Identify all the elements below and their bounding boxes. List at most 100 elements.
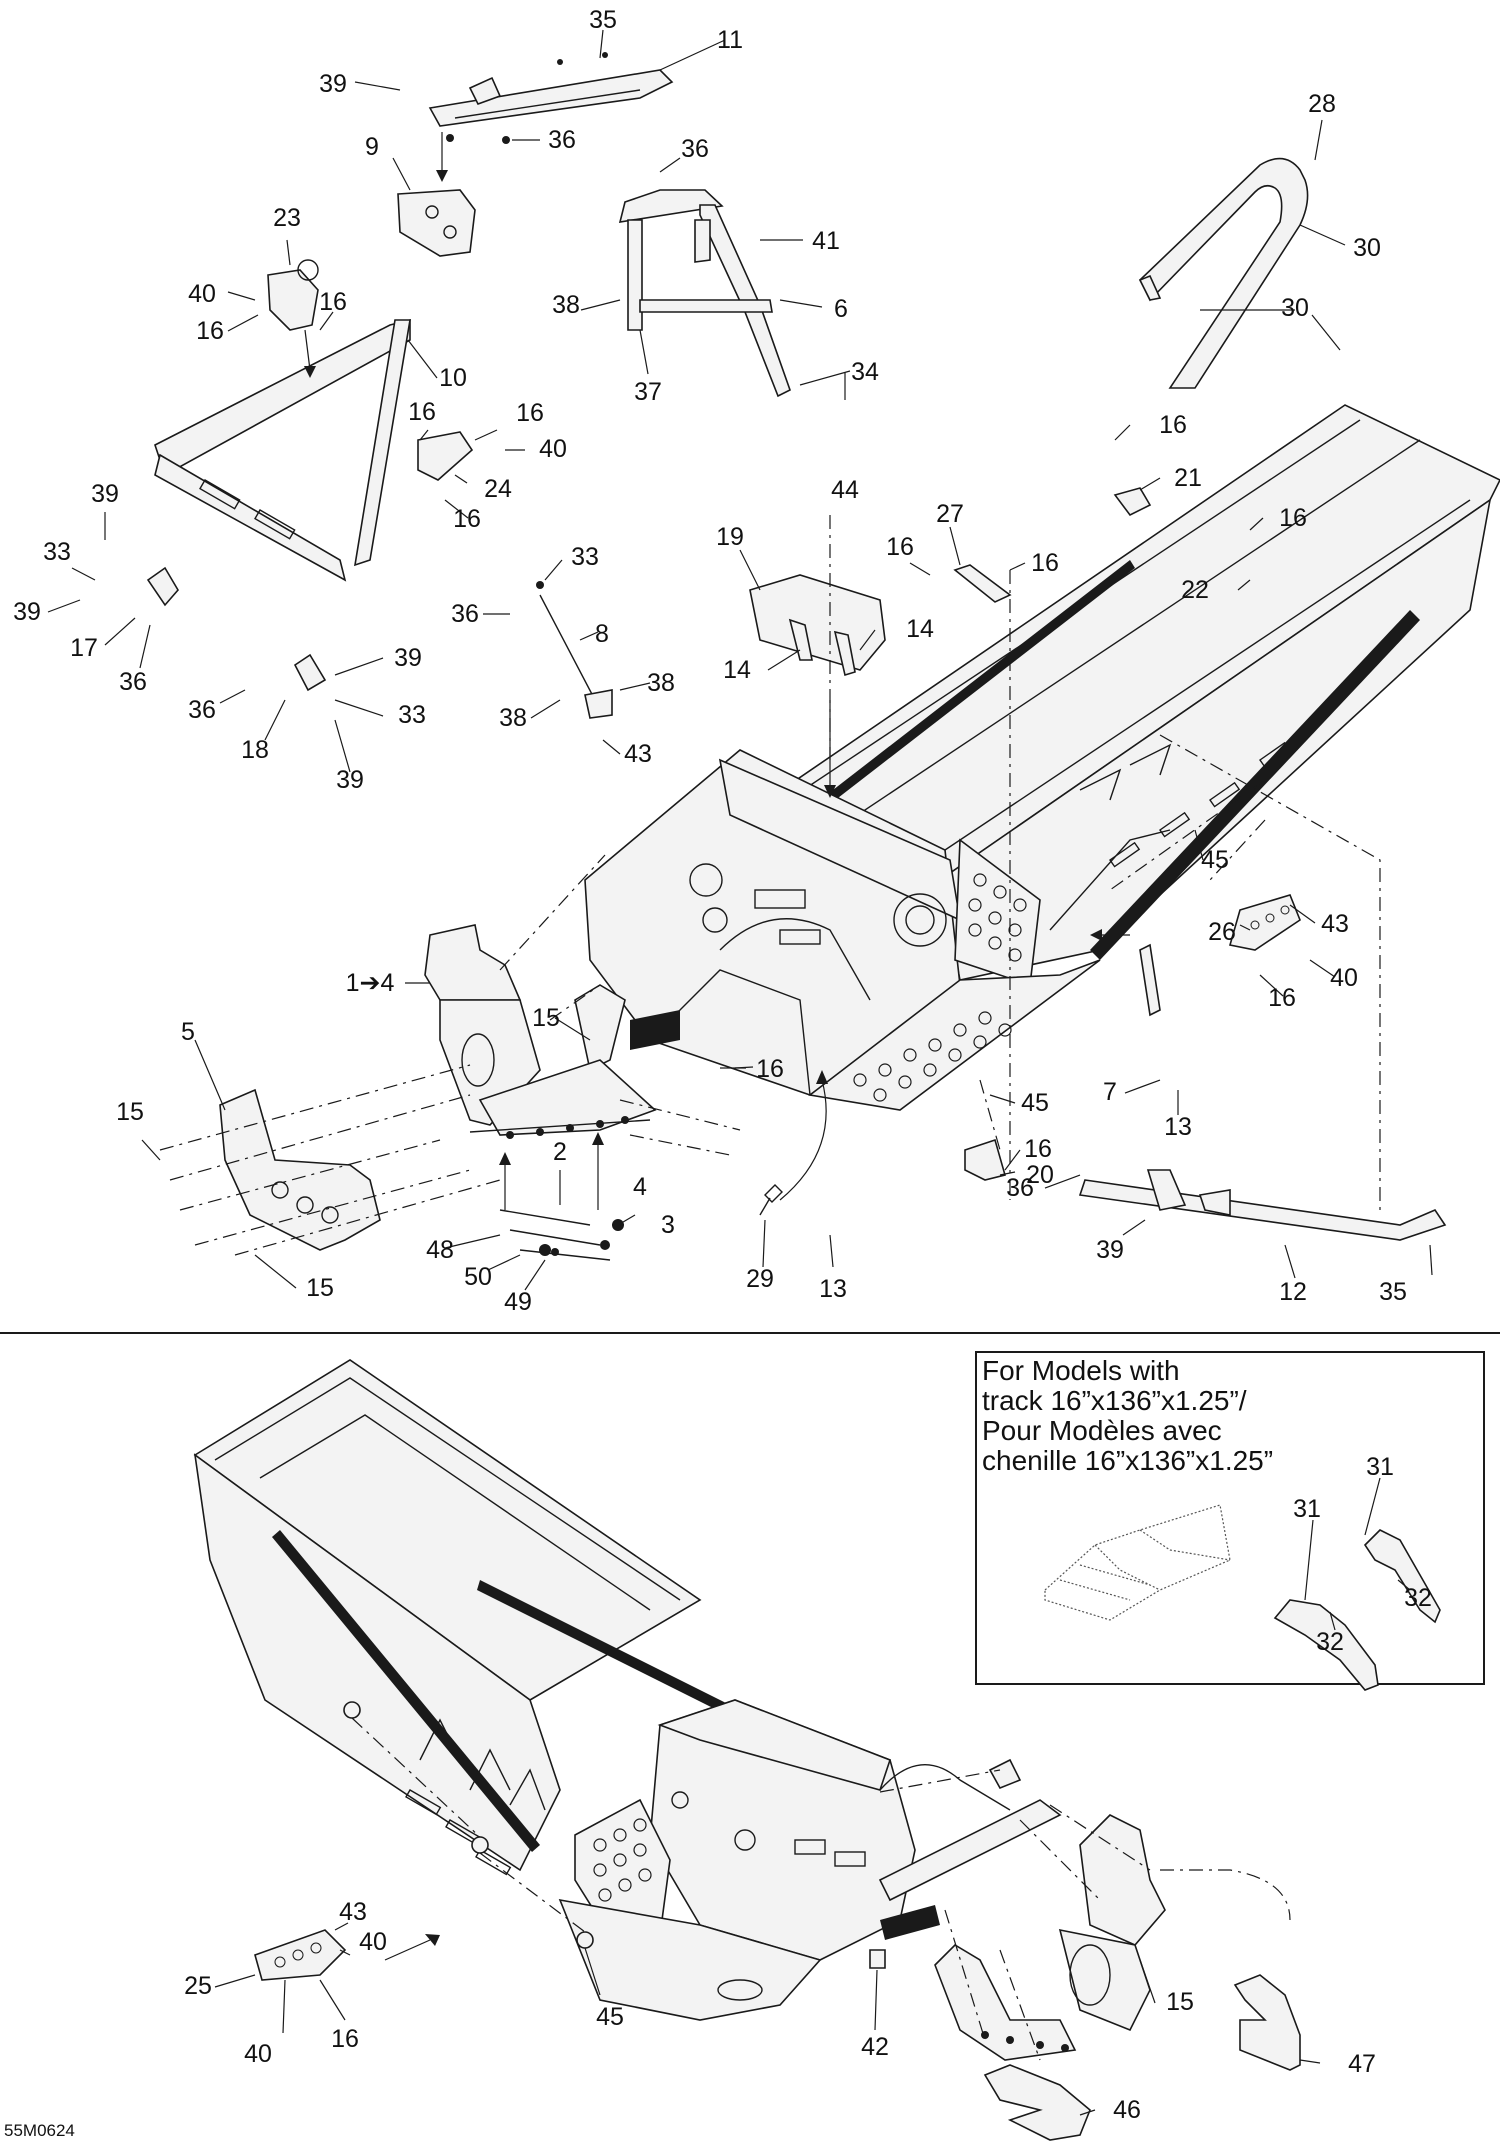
callout-44: 44 [831, 476, 859, 504]
callout-38: 38 [499, 704, 527, 732]
callout-43: 43 [339, 1898, 367, 1926]
callout-27: 27 [936, 500, 964, 528]
callout-22: 22 [1181, 576, 1209, 604]
callout-16: 16 [1279, 504, 1307, 532]
part-42-plug [869, 1949, 886, 1969]
callout-37: 37 [634, 378, 662, 406]
callout-10: 10 [439, 364, 467, 392]
part-7-strap [1139, 943, 1161, 1017]
callout-36: 36 [451, 600, 479, 628]
callout-31: 31 [1293, 1495, 1321, 1523]
callouts-bottom: 43 40 25 40 16 45 42 15 47 46 [184, 1898, 1376, 2124]
callout-12: 12 [1279, 1278, 1307, 1306]
fastener-stack-2-3-4-48-49-50 [499, 1209, 624, 1261]
callout-45: 45 [1201, 846, 1229, 874]
callout-9: 9 [365, 133, 379, 161]
part-8-rod [536, 581, 613, 719]
callout-47: 47 [1348, 2050, 1376, 2078]
callout-46: 46 [1113, 2096, 1141, 2124]
callout-16: 16 [331, 2025, 359, 2053]
callout-40: 40 [188, 280, 216, 308]
inset-box-track-variant: For Models with track 16”x136”x1.25”/ Po… [975, 1351, 1485, 1691]
part-9-bracket [397, 189, 476, 257]
callout-48: 48 [426, 1236, 454, 1264]
callout-16: 16 [886, 533, 914, 561]
callout-36: 36 [681, 135, 709, 163]
callout-41: 41 [812, 227, 840, 255]
callout-11: 11 [717, 26, 743, 54]
callout-8: 8 [595, 620, 609, 648]
leader-lines-top [47, 29, 1433, 1291]
callout-15: 15 [1166, 1988, 1194, 2016]
callout-13: 13 [1164, 1113, 1192, 1141]
inset-note-line-4: chenille 16”x136”x1.25” [982, 1445, 1273, 1476]
callout-36: 36 [1006, 1174, 1034, 1202]
part-45-plug-c [576, 1931, 594, 1949]
part-28-rear-grab-handle [1138, 157, 1309, 389]
callout-39: 39 [394, 644, 422, 672]
callout-38: 38 [647, 669, 675, 697]
callout-31: 31 [1366, 1453, 1394, 1481]
part-45-plug-b [471, 1836, 489, 1854]
callout-18: 18 [241, 736, 269, 764]
callout-20: 20 [1026, 1161, 1054, 1189]
callout-4: 4 [633, 1173, 647, 1201]
callout-14: 14 [723, 656, 751, 684]
callout-15: 15 [532, 1004, 560, 1032]
part-19-bracket [749, 574, 886, 677]
track-section-illustration [1044, 1504, 1231, 1621]
part-10-front-frame-arm [154, 318, 411, 582]
callout-16: 16 [1268, 984, 1296, 1012]
part-12-lower-support-bar [1078, 1169, 1447, 1241]
callout-14: 14 [906, 615, 934, 643]
callout-16: 16 [453, 505, 481, 533]
callout-33: 33 [571, 543, 599, 571]
part-20-bracket [964, 1138, 1006, 1181]
callout-40: 40 [244, 2040, 272, 2068]
callout-2: 2 [553, 1138, 567, 1166]
callout-15: 15 [116, 1098, 144, 1126]
callout-16: 16 [516, 399, 544, 427]
part-17-bracket [146, 566, 179, 607]
part-27-bracket [953, 564, 1012, 603]
part-31-slide-a [1273, 1599, 1379, 1691]
callout-30: 30 [1281, 294, 1309, 322]
part-6-column-support [618, 189, 791, 398]
callout-26: 26 [1208, 918, 1236, 946]
callout-24: 24 [484, 475, 512, 503]
part-45-plug-a [343, 1701, 361, 1719]
callout-40: 40 [539, 435, 567, 463]
callout-39: 39 [91, 480, 119, 508]
callout-25: 25 [184, 1972, 212, 2000]
callout-6: 6 [834, 295, 848, 323]
callout-38: 38 [552, 291, 580, 319]
callout-32: 32 [1316, 1628, 1344, 1656]
callout-16: 16 [196, 317, 224, 345]
callout-16: 16 [1024, 1135, 1052, 1163]
part-25-foot-plate [254, 1929, 347, 1981]
callout-39: 39 [319, 70, 347, 98]
callout-17: 17 [70, 634, 98, 662]
part-26-foot-plate [1228, 894, 1301, 951]
front-frame-module-bottom [934, 1814, 1166, 2061]
leader-lines-bottom [214, 1922, 1321, 2116]
callout-49: 49 [504, 1288, 532, 1316]
reference-code: 55M0624 [4, 2121, 75, 2140]
callout-35: 35 [589, 6, 617, 34]
callout-16: 16 [319, 288, 347, 316]
part-18-bracket [293, 653, 327, 692]
callout-7: 7 [1103, 1078, 1117, 1106]
callout-40: 40 [1330, 964, 1358, 992]
inset-note-line-3: Pour Modèles avec [982, 1415, 1222, 1446]
callout-16: 16 [408, 398, 436, 426]
callouts-top: 35 11 39 36 9 36 41 6 38 37 34 28 30 30 … [13, 6, 1407, 1316]
callout-30: 30 [1353, 234, 1381, 262]
callout-21: 21 [1174, 464, 1202, 492]
main-chassis-bottom-view [193, 1359, 1062, 2021]
main-chassis-tunnel [584, 404, 1500, 1111]
callout-5: 5 [181, 1018, 195, 1046]
leader-lines-inset [1304, 1477, 1411, 1631]
callout-39: 39 [336, 766, 364, 794]
part-24-bracket [417, 431, 474, 481]
